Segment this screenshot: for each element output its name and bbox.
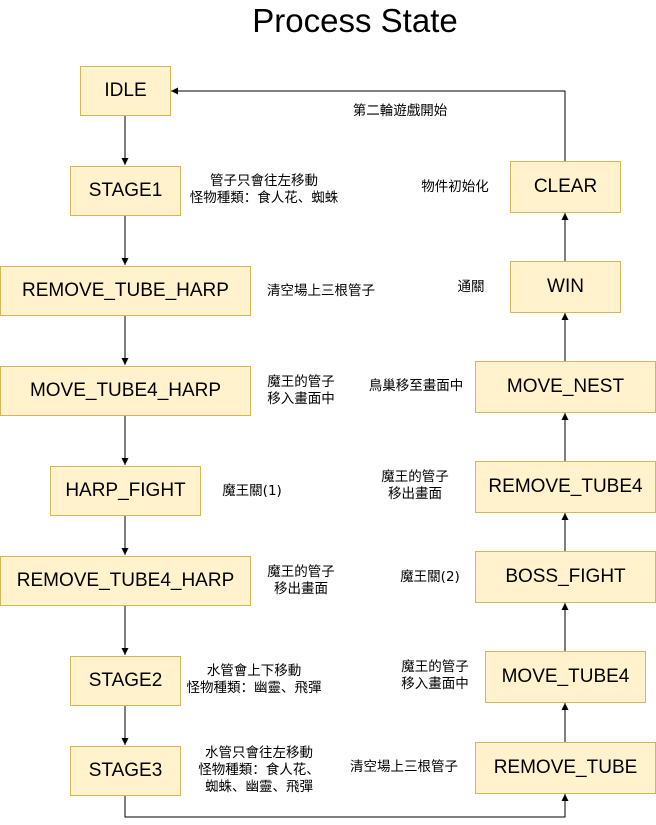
state-boss-fight: BOSS_FIGHT: [475, 551, 656, 603]
note-remove-tube4: 魔王的管子 移出畫面: [370, 469, 460, 503]
note-win: 通關: [446, 279, 496, 296]
note-boss-fight: 魔王關(2): [390, 569, 470, 586]
note-line: 魔王關(2): [400, 569, 460, 585]
state-remove-tube-harp: REMOVE_TUBE_HARP: [0, 266, 251, 316]
state-stage3: STAGE3: [70, 746, 181, 796]
note-line: 蜘蛛、幽靈、飛彈: [205, 779, 313, 795]
note-line: 物件初始化: [421, 179, 489, 195]
note-line: 移出畫面: [274, 581, 328, 597]
note-move-tube4-harp: 魔王的管子 移入畫面中: [256, 374, 346, 408]
note-stage2: 水管會上下移動 怪物種類：幽靈、飛彈: [184, 663, 324, 697]
note-line: 第二輪遊戲開始: [352, 103, 448, 119]
note-line: 清空場上三根管子: [267, 283, 375, 299]
note-line: 移出畫面: [388, 486, 442, 502]
note-stage3: 水管只會往左移動 怪物種類：食人花、 蜘蛛、幽靈、飛彈: [184, 745, 334, 796]
note-stage1: 管子只會往左移動 怪物種類：食人花、蜘蛛: [186, 173, 342, 207]
note-line: 怪物種類：食人花、蜘蛛: [189, 190, 339, 206]
note-line: 魔王關(1): [222, 483, 282, 499]
note-line: 魔王的管子: [267, 374, 335, 390]
state-remove-tube: REMOVE_TUBE: [475, 742, 656, 794]
note-line: 清空場上三根管子: [350, 759, 458, 775]
note-clear: 物件初始化: [410, 179, 500, 196]
note-remove-tube4-harp: 魔王的管子 移出畫面: [256, 564, 346, 598]
arrow-clear-idle: [171, 87, 566, 161]
note-move-nest: 鳥巢移至畫面中: [356, 378, 476, 395]
state-clear: CLEAR: [510, 161, 621, 213]
state-remove-tube4-harp: REMOVE_TUBE4_HARP: [0, 556, 251, 606]
note-line: 魔王的管子: [401, 659, 469, 675]
note-line: 魔王的管子: [267, 564, 335, 580]
note-line: 移入畫面中: [401, 676, 469, 692]
note-remove-tube-harp: 清空場上三根管子: [256, 283, 386, 300]
state-move-tube4-harp: MOVE_TUBE4_HARP: [0, 366, 251, 416]
note-line: 水管會上下移動: [206, 663, 302, 679]
state-win: WIN: [510, 261, 621, 313]
diagram-title: Process State: [252, 2, 458, 39]
note-line: 鳥巢移至畫面中: [368, 378, 464, 394]
note-line: 通關: [457, 279, 485, 295]
state-remove-tube4: REMOVE_TUBE4: [475, 461, 656, 513]
note-line: 管子只會往左移動: [210, 173, 318, 189]
state-move-tube4: MOVE_TUBE4: [485, 651, 646, 703]
state-stage1: STAGE1: [70, 166, 181, 216]
arrow-stage3-remove-tube: [124, 794, 569, 818]
note-harp-fight: 魔王關(1): [212, 483, 292, 500]
note-line: 水管只會往左移動: [205, 745, 313, 761]
note-line: 怪物種類：食人花、: [198, 762, 320, 778]
note-move-tube4: 魔王的管子 移入畫面中: [390, 659, 480, 693]
note-remove-tube: 清空場上三根管子: [339, 759, 469, 776]
note-line: 移入畫面中: [267, 391, 335, 407]
state-move-nest: MOVE_NEST: [475, 361, 656, 413]
note-line: 怪物種類：幽靈、飛彈: [186, 680, 322, 696]
note-line: 魔王的管子: [381, 469, 449, 485]
state-idle: IDLE: [80, 66, 171, 116]
state-stage2: STAGE2: [70, 656, 181, 706]
state-harp-fight: HARP_FIGHT: [50, 466, 201, 516]
note-restart: 第二輪遊戲開始: [335, 103, 465, 120]
